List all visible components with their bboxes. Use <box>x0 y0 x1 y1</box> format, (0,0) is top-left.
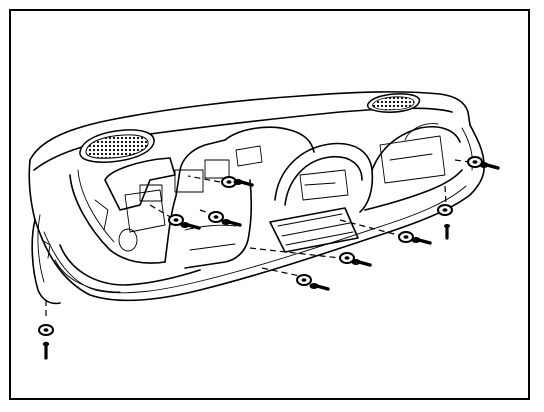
washer <box>38 324 54 336</box>
washer <box>296 274 312 286</box>
washer <box>208 211 224 223</box>
screws <box>42 160 500 360</box>
screw <box>409 235 432 245</box>
speaker-grille-left <box>79 129 155 163</box>
speaker-grille-right <box>366 93 421 113</box>
leader-lines <box>45 159 471 318</box>
washer <box>437 204 453 216</box>
screw <box>178 220 201 230</box>
screw <box>307 281 330 291</box>
washer <box>398 231 414 243</box>
screw <box>349 257 372 267</box>
screw <box>444 224 450 240</box>
screw <box>477 160 500 170</box>
screw <box>219 217 242 227</box>
screw <box>42 341 50 360</box>
washer <box>168 214 184 226</box>
instrument-panel <box>28 91 485 305</box>
